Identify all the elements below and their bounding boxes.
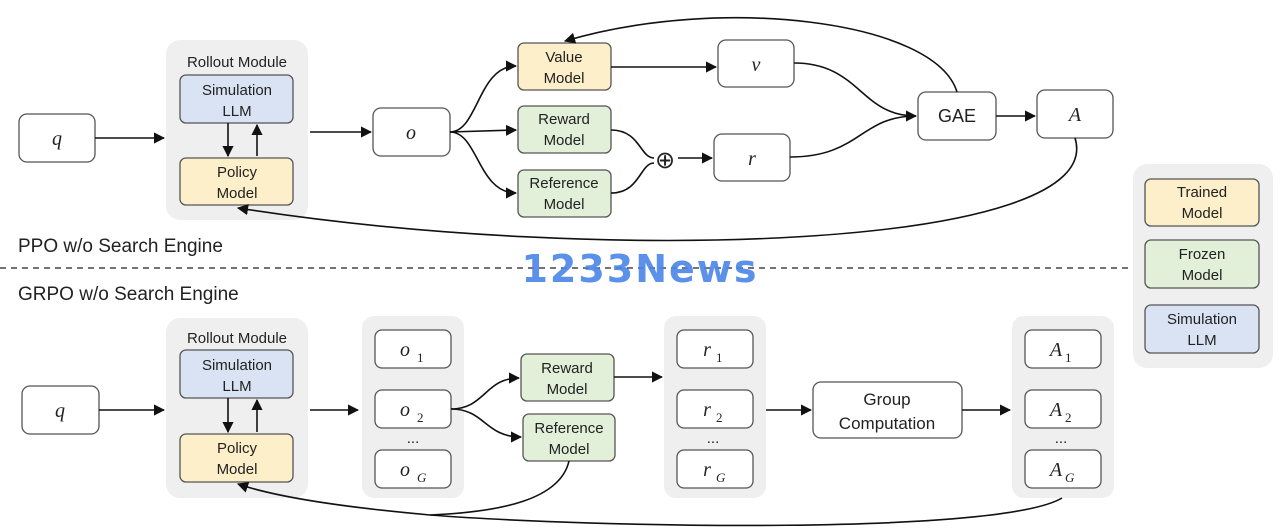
- grpo-reward-2-label: r: [703, 399, 711, 421]
- grpo-simulation-llm-line1: Simulation: [202, 357, 272, 374]
- ppo-simulation-llm-line1: Simulation: [202, 82, 272, 99]
- ppo-connectors: [95, 17, 1078, 242]
- ppo-section-label: PPO w/o Search Engine: [18, 236, 223, 257]
- ppo-policy-model-line2: Model: [217, 185, 258, 202]
- grpo-reference-model-line2: Model: [549, 441, 590, 458]
- grpo-output-1-label: o: [400, 339, 410, 361]
- grpo-connectors: [99, 371, 1063, 527]
- grpo-group-computation-line1: Group: [863, 390, 910, 409]
- ppo-output-label: o: [406, 122, 416, 144]
- grpo-advantage-1-box: [1024, 329, 1102, 369]
- grpo-reward-1-box: [676, 329, 754, 369]
- grpo-reward-g-sub: G: [716, 470, 726, 485]
- grpo-advantage-2-sub: 2: [1065, 410, 1072, 425]
- grpo-policy-model-line2: Model: [217, 461, 258, 478]
- ppo-simulation-llm-line2: LLM: [222, 103, 251, 120]
- ppo-rollout-title: Rollout Module: [187, 54, 287, 71]
- ppo-arrow-output-reference: [449, 131, 518, 199]
- grpo-reward-model-line1: Reward: [541, 360, 593, 377]
- ppo-reward-model-line1: Reward: [538, 111, 590, 128]
- grpo-reward-2-sub: 2: [716, 410, 723, 425]
- ppo-arrow-advantage-policy-feedback: [236, 137, 1078, 242]
- grpo-reward-model-line2: Model: [547, 381, 588, 398]
- legend-simulation-llm: [1144, 304, 1260, 354]
- grpo-advantage-2-box: [1024, 389, 1102, 429]
- ppo-reward-label: r: [748, 148, 756, 170]
- legend-trained-model: [1144, 178, 1260, 227]
- ppo-arrow-gae-value-feedback: [563, 17, 958, 93]
- grpo-advantage-g-sub: G: [1065, 470, 1075, 485]
- grpo-advantage-2-label: A: [1048, 399, 1063, 421]
- grpo-group-computation-line2: Computation: [839, 414, 935, 433]
- grpo-simulation-llm: [179, 349, 294, 399]
- grpo-outputs-ellipsis: ...: [407, 430, 420, 447]
- grpo-reward-g-label: r: [703, 459, 711, 481]
- grpo-reward-2-box: [676, 389, 754, 429]
- grpo-reward-g-box: [676, 449, 754, 489]
- legend-frozen-line1: Frozen: [1179, 246, 1226, 263]
- ppo-reference-model-line1: Reference: [529, 175, 598, 192]
- grpo-output-g-label: o: [400, 459, 410, 481]
- grpo-arrow-output-reference: [450, 408, 523, 443]
- grpo-output-1-box: [374, 329, 452, 369]
- grpo-rollout-title: Rollout Module: [187, 330, 287, 347]
- legend-trained-line2: Model: [1182, 205, 1223, 222]
- grpo-reward-1-sub: 1: [716, 350, 723, 365]
- grpo-output-2-sub: 2: [417, 410, 424, 425]
- grpo-output-2-box: [374, 389, 452, 429]
- grpo-section-label: GRPO w/o Search Engine: [18, 284, 239, 305]
- grpo-output-2-label: o: [400, 399, 410, 421]
- ppo-advantage-label: A: [1067, 104, 1082, 126]
- ppo-oplus-symbol: ⊕: [655, 147, 675, 174]
- grpo-advantage-1-label: A: [1048, 339, 1063, 361]
- grpo-query-label: q: [55, 400, 65, 422]
- grpo-reference-model-line1: Reference: [534, 420, 603, 437]
- grpo-output-1-sub: 1: [417, 350, 424, 365]
- ppo-policy-model: [179, 157, 294, 206]
- ppo-query-label: q: [52, 128, 62, 150]
- ppo-arrow-reward-oplus: [610, 129, 655, 159]
- ppo-arrow-reference-oplus: [610, 162, 655, 194]
- grpo-rewards-ellipsis: ...: [707, 430, 720, 447]
- ppo-arrow-output-reward: [449, 124, 518, 136]
- grpo-advantage-g-box: [1024, 449, 1102, 489]
- grpo-arrow-output-reward: [450, 372, 521, 410]
- ppo-reward-model-line2: Model: [544, 132, 585, 149]
- legend-frozen-model: [1144, 239, 1260, 289]
- ppo-reference-model-line2: Model: [544, 196, 585, 213]
- grpo-policy-model: [179, 433, 294, 483]
- ppo-gae-label: GAE: [938, 106, 976, 126]
- grpo-advantage-g-label: A: [1048, 459, 1063, 481]
- grpo-output-g-sub: G: [417, 470, 427, 485]
- legend-frozen-line2: Model: [1182, 267, 1223, 284]
- grpo-advantages-ellipsis: ...: [1055, 430, 1068, 447]
- ppo-value-model-line2: Model: [544, 70, 585, 87]
- grpo-simulation-llm-line2: LLM: [222, 378, 251, 395]
- grpo-policy-model-line1: Policy: [217, 440, 258, 457]
- legend-simulation-line1: Simulation: [1167, 311, 1237, 328]
- grpo-advantage-1-sub: 1: [1065, 350, 1072, 365]
- ppo-arrow-output-value: [449, 60, 518, 133]
- ppo-arrow-r-gae: [789, 115, 917, 158]
- grpo-output-g-box: [374, 449, 452, 489]
- watermark-text: 1233News: [521, 247, 758, 291]
- ppo-value-label: v: [752, 54, 761, 76]
- legend-trained-line1: Trained: [1177, 184, 1227, 201]
- legend-simulation-line2: LLM: [1187, 332, 1216, 349]
- grpo-reward-1-label: r: [703, 339, 711, 361]
- ppo-simulation-llm: [179, 74, 294, 124]
- ppo-policy-model-line1: Policy: [217, 164, 258, 181]
- ppo-value-model-line1: Value: [545, 49, 582, 66]
- grpo-arrow-reference-feedback: [429, 460, 570, 516]
- ppo-arrow-v-gae: [793, 62, 918, 122]
- grpo-arrow-advantages-policy-feedback: [236, 481, 1063, 527]
